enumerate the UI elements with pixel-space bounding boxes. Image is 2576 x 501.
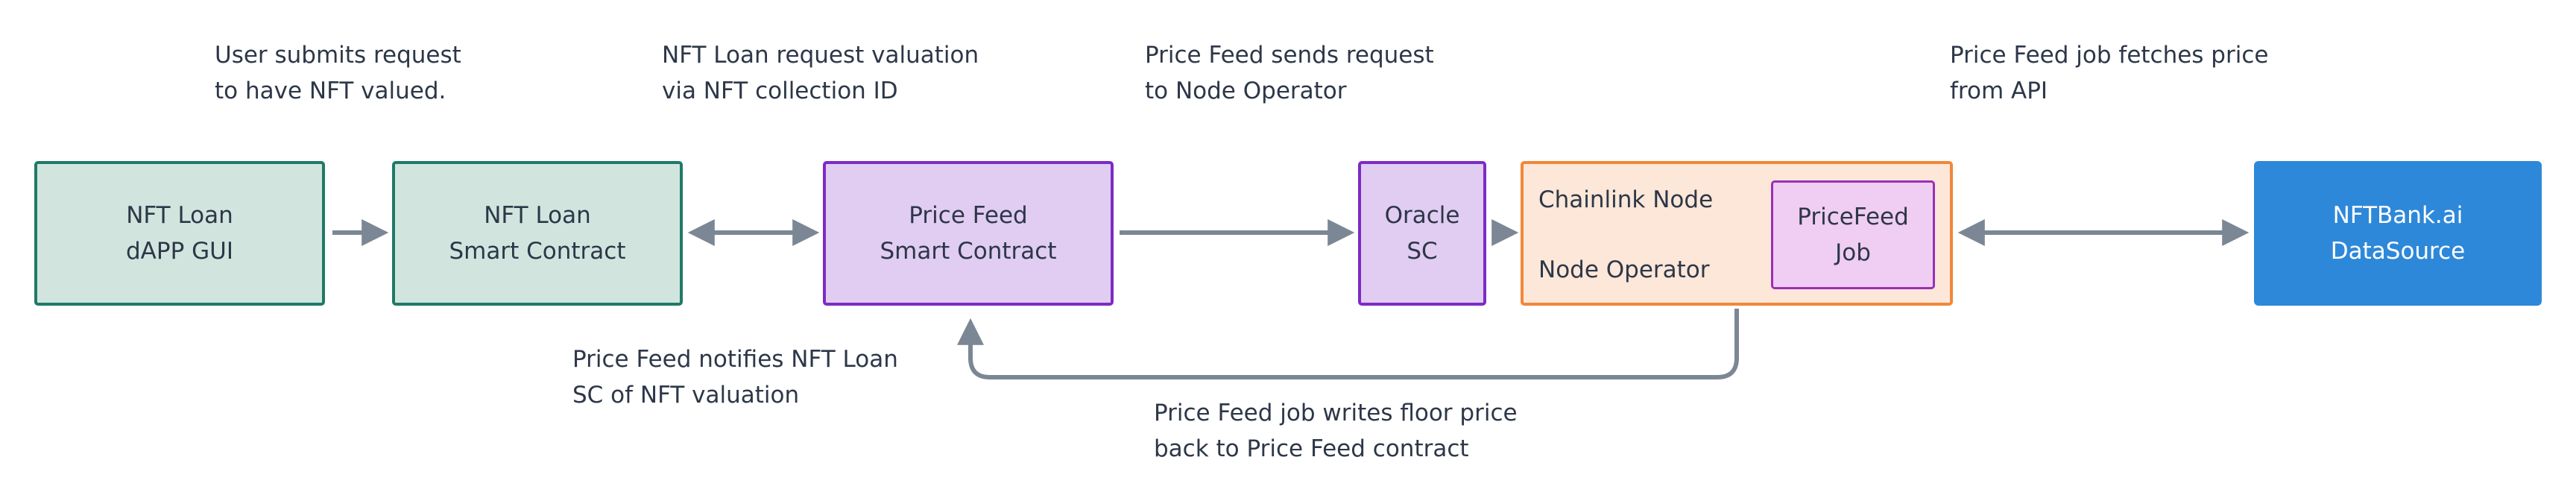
nftbank-datasource-box: NFTBank.ai DataSource: [2254, 161, 2542, 306]
annotation-loan-request-line-1: NFT Loan request valuation: [662, 42, 979, 69]
annotation-job-writes: Price Feed job writes floor price back t…: [1154, 395, 1518, 467]
annotation-job-fetches-line-1: Price Feed job fetches price: [1950, 42, 2269, 69]
nftbank-line-1: NFTBank.ai: [2332, 202, 2463, 229]
annotation-job-fetches-line-2: from API: [1950, 78, 2048, 104]
price-feed-line-1: Price Feed: [909, 202, 1028, 229]
dapp-line-2: dAPP GUI: [126, 238, 233, 265]
node-operator-label: Node Operator: [1538, 256, 1710, 283]
annotation-feed-sends-line-1: Price Feed sends request: [1145, 42, 1434, 69]
chainlink-node-box: Chainlink Node Node Operator PriceFeed J…: [1521, 161, 1953, 306]
job-line-2: Job: [1835, 239, 1871, 266]
pricefeed-job-box: PriceFeed Job: [1771, 180, 1935, 289]
oracle-sc-box: Oracle SC: [1358, 161, 1486, 306]
oracle-line-2: SC: [1407, 238, 1438, 265]
annotation-job-writes-line-2: back to Price Feed contract: [1154, 435, 1469, 462]
chainlink-node-title: Chainlink Node: [1538, 186, 1714, 213]
price-feed-line-2: Smart Contract: [880, 238, 1057, 265]
annotation-feed-sends-line-2: to Node Operator: [1145, 78, 1347, 104]
annotation-feed-sends: Price Feed sends request to Node Operato…: [1145, 37, 1434, 109]
annotation-job-writes-line-1: Price Feed job writes floor price: [1154, 400, 1518, 426]
job-line-1: PriceFeed: [1797, 204, 1909, 230]
annotation-feed-notifies: Price Feed notifies NFT Loan SC of NFT v…: [572, 341, 898, 413]
loan-contract-line-2: Smart Contract: [449, 238, 626, 265]
annotation-user-submits: User submits request to have NFT valued.: [215, 37, 461, 109]
dapp-line-1: NFT Loan: [126, 202, 233, 229]
annotation-loan-request-line-2: via NFT collection ID: [662, 78, 898, 104]
nft-loan-dapp-gui-box: NFT Loan dAPP GUI: [34, 161, 325, 306]
annotation-feed-notifies-line-1: Price Feed notifies NFT Loan: [572, 346, 898, 373]
annotation-user-submits-line-2: to have NFT valued.: [215, 78, 446, 104]
loan-contract-line-1: NFT Loan: [484, 202, 591, 229]
price-feed-smart-contract-box: Price Feed Smart Contract: [823, 161, 1114, 306]
annotation-feed-notifies-line-2: SC of NFT valuation: [572, 382, 800, 409]
annotation-loan-request: NFT Loan request valuation via NFT colle…: [662, 37, 979, 109]
annotation-job-fetches: Price Feed job fetches price from API: [1950, 37, 2268, 109]
oracle-line-1: Oracle: [1384, 202, 1460, 229]
arrow-node-back-to-price-feed: [957, 309, 1739, 379]
annotation-user-submits-line-1: User submits request: [215, 42, 461, 69]
nftbank-line-2: DataSource: [2330, 238, 2466, 265]
nft-loan-smart-contract-box: NFT Loan Smart Contract: [392, 161, 683, 306]
